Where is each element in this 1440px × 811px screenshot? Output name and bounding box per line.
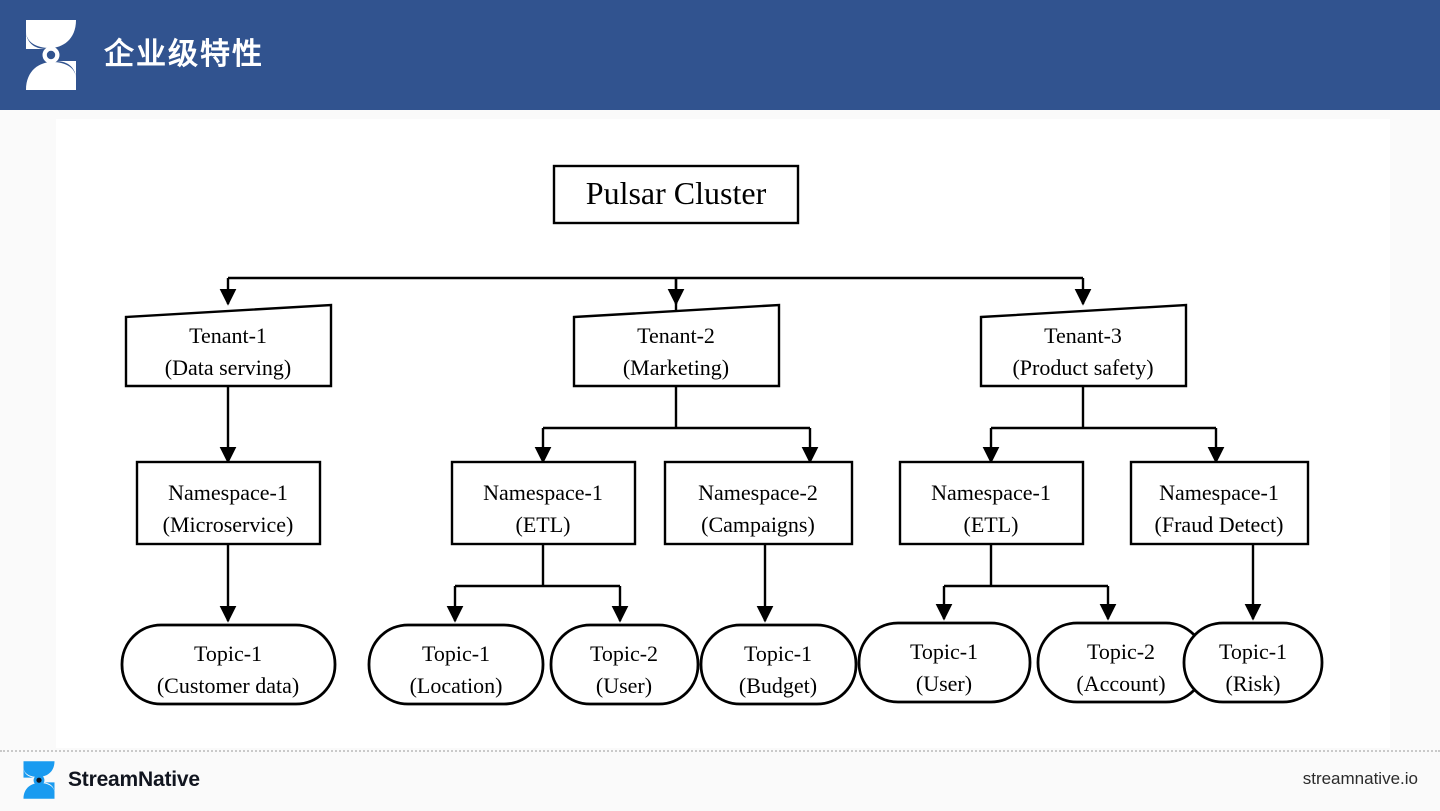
slide-footer: StreamNative streamnative.io: [0, 748, 1440, 811]
node-namespace-t2-n1[interactable]: Namespace-1 (ETL): [450, 460, 637, 546]
namespace-t2-n2-detail: (Campaigns): [701, 512, 815, 537]
topic-t2-n2-1-detail: (Budget): [739, 673, 817, 698]
page-title: 企业级特性: [104, 37, 264, 72]
diagram-card: Pulsar Cluster Tenant-1 (Data serving) T…: [56, 119, 1390, 748]
node-tenant-3[interactable]: Tenant-3 (Product safety): [979, 303, 1188, 388]
topic-t2-n2-1-name: Topic-1: [744, 641, 812, 666]
pulsar-hierarchy-diagram: Pulsar Cluster Tenant-1 (Data serving) T…: [120, 164, 1324, 706]
node-topic-t3-n2-1[interactable]: Topic-1 (Risk): [1182, 621, 1324, 704]
cluster-label: Pulsar Cluster: [586, 175, 767, 211]
node-pulsar-cluster[interactable]: Pulsar Cluster: [552, 164, 800, 225]
tenant-2-detail: (Marketing): [623, 355, 729, 380]
node-namespace-t3-n1[interactable]: Namespace-1 (ETL): [898, 460, 1085, 546]
footer-brand-name: StreamNative: [68, 768, 200, 791]
topic-t3-n1-1-name: Topic-1: [910, 639, 978, 664]
namespace-t3-n1-detail: (ETL): [964, 512, 1019, 537]
node-topic-t3-n1-2[interactable]: Topic-2 (Account): [1036, 621, 1207, 704]
node-topic-t2-n1-1[interactable]: Topic-1 (Location): [367, 623, 545, 706]
streamnative-mark-icon: [23, 761, 55, 799]
topic-t2-n1-2-detail: (User): [596, 673, 652, 698]
topic-t3-n1-1-detail: (User): [916, 671, 972, 696]
node-topic-t1-n1-1[interactable]: Topic-1 (Customer data): [120, 623, 337, 706]
topic-t1-n1-1-name: Topic-1: [194, 641, 262, 666]
namespace-t3-n2-name: Namespace-1: [1159, 480, 1279, 505]
streamnative-mark-icon: [26, 20, 76, 90]
namespace-t2-n1-detail: (ETL): [516, 512, 571, 537]
tenant-1-detail: (Data serving): [165, 355, 291, 380]
node-tenant-1[interactable]: Tenant-1 (Data serving): [124, 303, 333, 388]
footer-divider: [0, 750, 1440, 752]
footer-brand: StreamNative: [22, 760, 200, 800]
node-topic-t2-n2-1[interactable]: Topic-1 (Budget): [699, 623, 858, 706]
tenant-3-name: Tenant-3: [1044, 323, 1122, 348]
tenant-1-name: Tenant-1: [189, 323, 267, 348]
namespace-t1-n1-name: Namespace-1: [168, 480, 288, 505]
connector-group: [219, 276, 1262, 623]
node-tenant-2[interactable]: Tenant-2 (Marketing): [572, 303, 781, 388]
namespace-t2-n1-name: Namespace-1: [483, 480, 603, 505]
topic-t3-n1-2-name: Topic-2: [1087, 639, 1155, 664]
namespace-t3-n1-name: Namespace-1: [931, 480, 1051, 505]
tenant-2-name: Tenant-2: [637, 323, 715, 348]
topic-t2-n1-1-detail: (Location): [410, 673, 503, 698]
namespace-t1-n1-detail: (Microservice): [163, 512, 294, 537]
node-namespace-t1-n1[interactable]: Namespace-1 (Microservice): [135, 460, 322, 546]
topic-t3-n2-1-detail: (Risk): [1226, 671, 1281, 696]
node-topic-t3-n1-1[interactable]: Topic-1 (User): [857, 621, 1032, 704]
node-namespace-t2-n2[interactable]: Namespace-2 (Campaigns): [663, 460, 854, 546]
node-topic-t2-n1-2[interactable]: Topic-2 (User): [549, 623, 700, 706]
namespace-t2-n2-name: Namespace-2: [698, 480, 818, 505]
slide-body: Pulsar Cluster Tenant-1 (Data serving) T…: [0, 110, 1440, 748]
node-namespace-t3-n2[interactable]: Namespace-1 (Fraud Detect): [1129, 460, 1310, 546]
topic-t3-n2-1-name: Topic-1: [1219, 639, 1287, 664]
tenant-3-detail: (Product safety): [1012, 355, 1153, 380]
namespace-t3-n2-detail: (Fraud Detect): [1155, 512, 1284, 537]
topic-t1-n1-1-detail: (Customer data): [157, 673, 299, 698]
topic-t2-n1-1-name: Topic-1: [422, 641, 490, 666]
footer-url[interactable]: streamnative.io: [1302, 769, 1418, 788]
slide-header: 企业级特性: [0, 0, 1440, 110]
topic-t2-n1-2-name: Topic-2: [590, 641, 658, 666]
topic-t3-n1-2-detail: (Account): [1076, 671, 1165, 696]
